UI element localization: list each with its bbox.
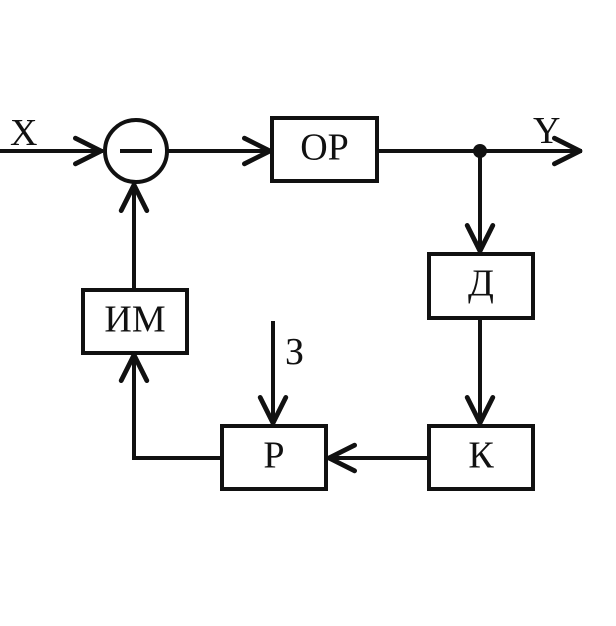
comparator bbox=[103, 118, 169, 184]
block-d: Д bbox=[427, 252, 535, 320]
block-im: ИМ bbox=[81, 288, 189, 355]
block-or: ОР bbox=[270, 116, 379, 183]
block-r: Р bbox=[220, 424, 328, 491]
r-to-im-line bbox=[118, 352, 224, 460]
input-label: X bbox=[10, 112, 37, 154]
block-d-label: Д bbox=[468, 263, 494, 305]
output-label: Y bbox=[533, 110, 560, 152]
block-k: К bbox=[427, 424, 535, 491]
block-r-label: Р bbox=[263, 435, 284, 477]
block-or-label: ОР bbox=[300, 127, 349, 169]
block-k-label: К bbox=[468, 435, 494, 477]
block-im-label: ИМ bbox=[104, 299, 165, 341]
setpoint-label: З bbox=[285, 331, 304, 373]
